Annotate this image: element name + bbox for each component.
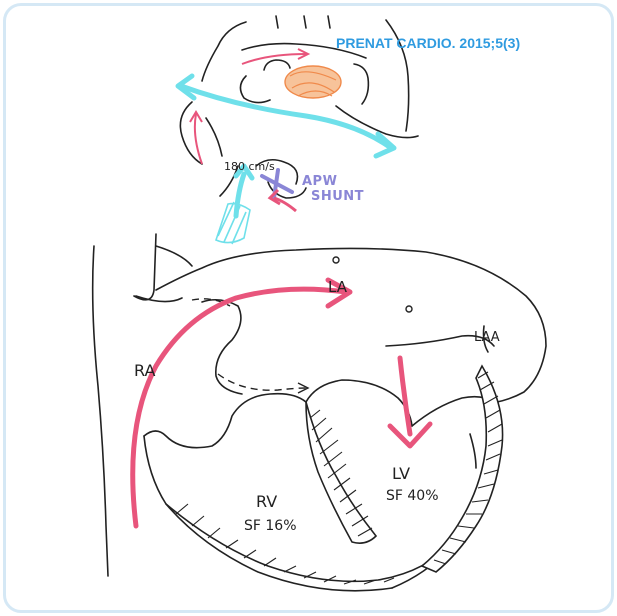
hatched-walls (176, 366, 503, 584)
heart-outline (93, 234, 546, 576)
pink-la-to-lv-arrow (390, 358, 430, 446)
la-label: LA (328, 278, 347, 296)
heart-diagram (6, 6, 614, 613)
laa-label: LAA (474, 330, 500, 345)
pink-arrow-top (242, 54, 306, 64)
rv-label: RV (256, 492, 277, 511)
velocity-label: 180 cm/s (224, 160, 275, 173)
lv-label: LV (392, 464, 410, 483)
apw-label: APW (302, 174, 337, 189)
figure-frame: PRENAT CARDIO. 2015;5(3) 180 cm/s APW SH… (3, 3, 614, 613)
pink-shunt-arrow (274, 198, 296, 211)
shunt-label: SHUNT (311, 189, 364, 204)
citation-label: PRENAT CARDIO. 2015;5(3) (336, 35, 520, 51)
rv-sf-label: SF 16% (244, 518, 297, 534)
ductus-region (285, 66, 341, 98)
lv-sf-label: SF 40% (386, 488, 439, 504)
cyan-hatched-segment (216, 202, 250, 244)
pv-circle-2 (406, 306, 412, 312)
ra-label: RA (134, 361, 155, 380)
pv-circle-1 (333, 257, 339, 263)
